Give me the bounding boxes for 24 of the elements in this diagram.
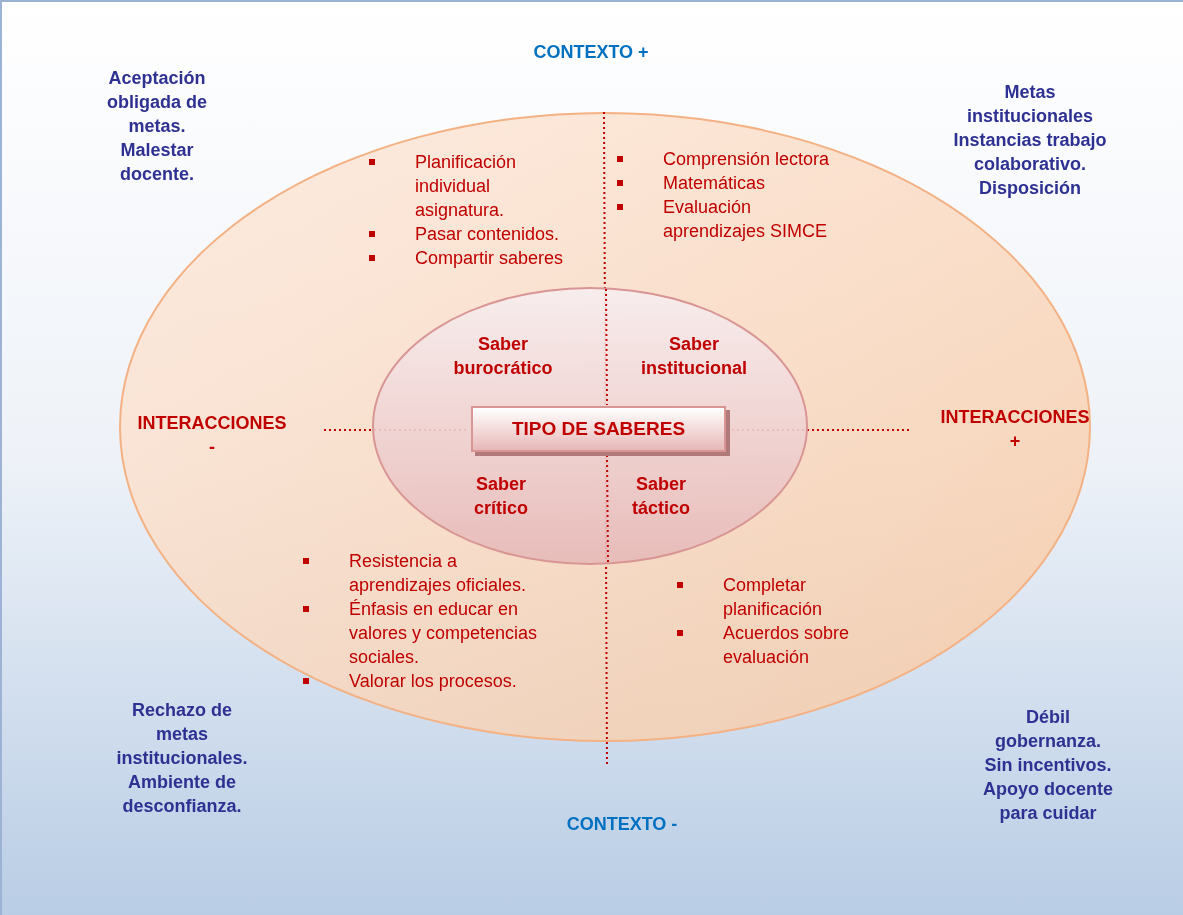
list-item: Resistencia a aprendizajes oficiales. bbox=[349, 550, 528, 597]
quadrant-title: Saber institucional bbox=[641, 333, 747, 380]
title-text: TIPO DE SABERES bbox=[511, 416, 686, 441]
annotation-text: CONTEXTO + bbox=[532, 41, 650, 64]
annotation-text: INTERACCIONES - bbox=[137, 412, 287, 459]
list-item: Valorar los procesos. bbox=[349, 670, 517, 693]
list-item: Completar planificación bbox=[723, 574, 824, 621]
quadrant-title: Saber burocrático bbox=[453, 333, 553, 380]
list-item: Énfasis en educar en valores y competencias sociales. bbox=[349, 598, 539, 669]
annotation-text: Aceptación obligada de metas. Malestar docente. bbox=[106, 67, 208, 186]
list-item: Comprensión lectora bbox=[663, 148, 830, 171]
list-item: Compartir saberes bbox=[415, 247, 564, 270]
list-item: Acuerdos sobre evaluación bbox=[723, 622, 851, 669]
quadrant-title: Saber crítico bbox=[474, 473, 528, 520]
list-item: Matemáticas bbox=[663, 172, 766, 195]
list-item: Pasar contenidos. bbox=[415, 223, 560, 246]
list-item: Planificación individual asignatura. bbox=[415, 151, 518, 222]
quadrant-title: Saber táctico bbox=[632, 473, 690, 520]
annotation-text: INTERACCIONES + bbox=[940, 406, 1090, 453]
annotation-text: Metas institucionales Instancias trabajo colaborativo. Disposición bbox=[952, 81, 1108, 200]
list-item: Evaluación aprendizajes SIMCE bbox=[663, 196, 829, 243]
annotation-text: CONTEXTO - bbox=[565, 813, 679, 836]
annotation-text: Débil gobernanza. Sin incentivos. Apoyo docente para cuidar bbox=[982, 706, 1114, 825]
annotation-text: Rechazo de metas institucionales. Ambiente de desconfianza. bbox=[115, 699, 249, 818]
